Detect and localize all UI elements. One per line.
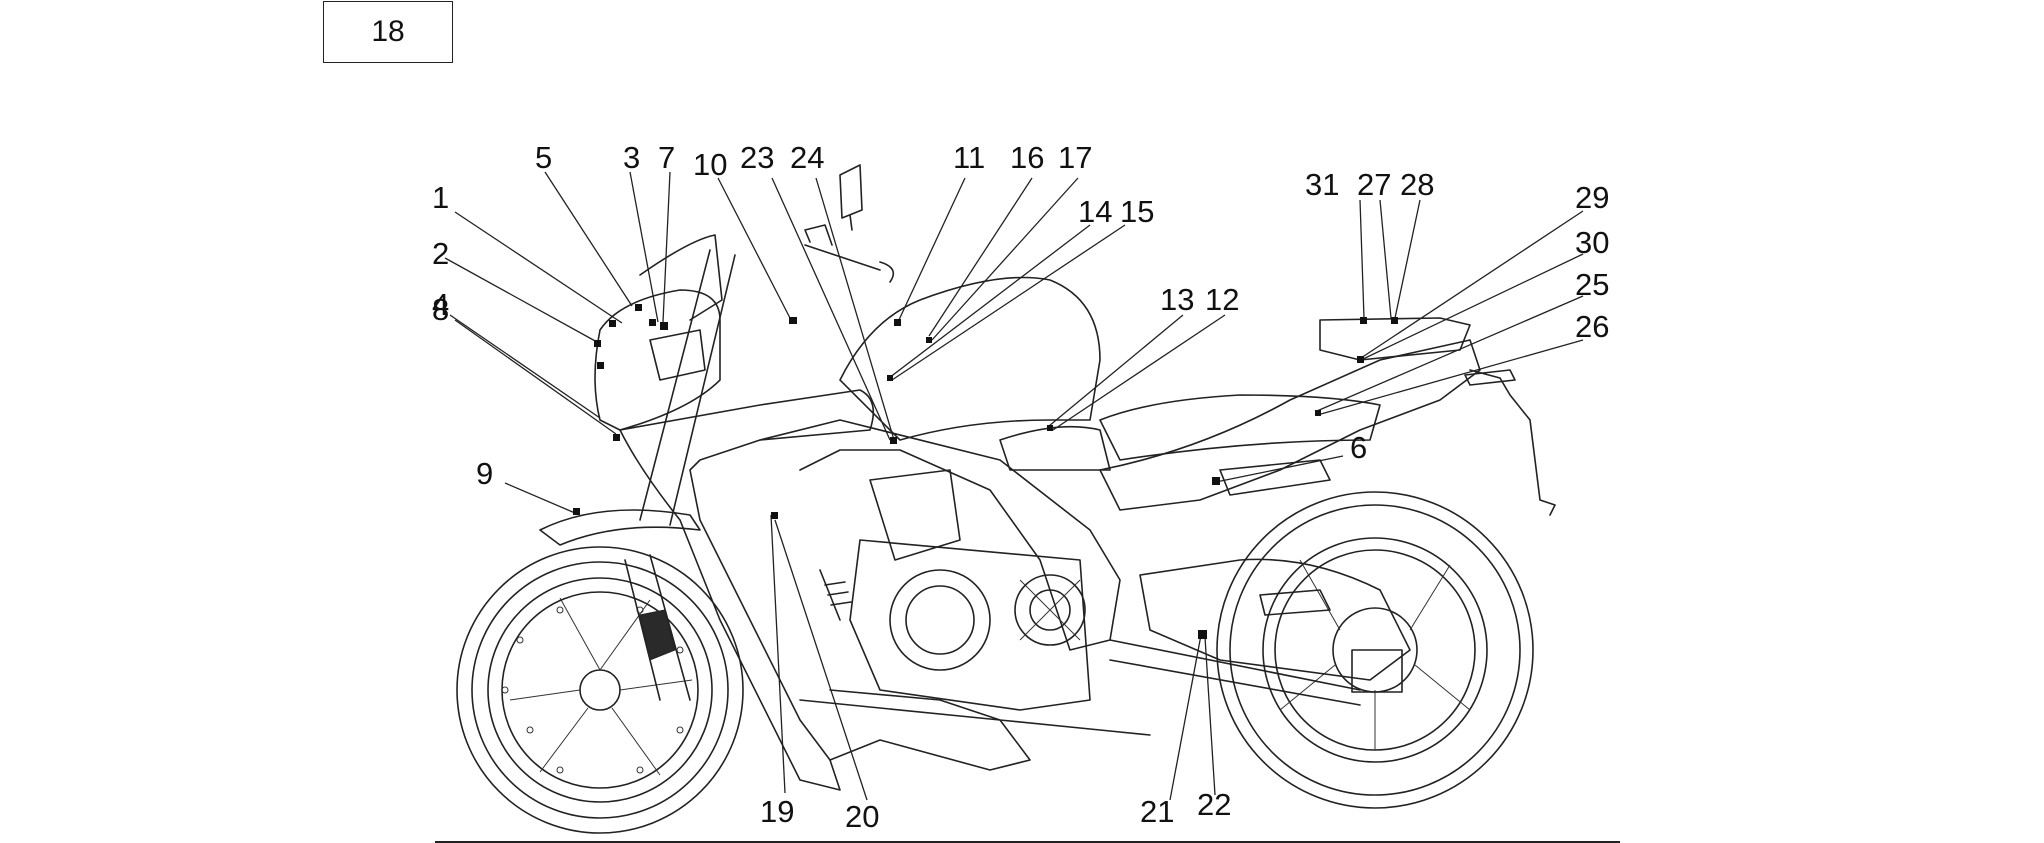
callout-13: 13 xyxy=(1160,282,1194,317)
leader-lines xyxy=(444,171,1584,801)
callout-16: 16 xyxy=(1010,140,1044,175)
callout-14: 14 xyxy=(1078,194,1112,229)
mirror xyxy=(839,164,863,231)
callout-27: 27 xyxy=(1357,167,1391,202)
swingarm xyxy=(1139,558,1411,681)
callout-1: 1 xyxy=(432,180,449,215)
callout-19: 19 xyxy=(760,794,794,829)
callout-22: 22 xyxy=(1197,787,1231,822)
callout-4: 4 xyxy=(432,287,449,322)
page-number-box: 18 xyxy=(323,1,453,63)
callout-17: 17 xyxy=(1058,140,1092,175)
callout-5: 5 xyxy=(535,140,552,175)
callout-9: 9 xyxy=(476,456,493,491)
callout-23: 23 xyxy=(740,140,774,175)
license-bracket xyxy=(1464,369,1516,386)
front-fork xyxy=(624,249,736,701)
front-fender xyxy=(539,509,701,546)
tail-light-mount xyxy=(1469,369,1556,516)
front-brake-caliper xyxy=(639,609,676,661)
callout-28: 28 xyxy=(1400,167,1434,202)
handlebar xyxy=(804,224,895,283)
chain xyxy=(1109,639,1361,706)
callout-26: 26 xyxy=(1575,309,1609,344)
page-number: 18 xyxy=(371,15,405,48)
tail-section xyxy=(1099,339,1481,511)
fuel-tank xyxy=(839,276,1101,441)
swingarm-slot xyxy=(1259,589,1331,616)
front-wheel xyxy=(456,546,744,834)
callout-3: 3 xyxy=(623,140,640,175)
callout-24: 24 xyxy=(790,140,824,175)
front-fairing xyxy=(594,289,721,431)
rider-seat xyxy=(1099,394,1381,461)
callout-8: 8 xyxy=(432,292,449,327)
callout-6: 6 xyxy=(1350,430,1367,465)
rear-shock xyxy=(819,569,852,621)
frame-window xyxy=(869,469,961,561)
rear-wheel xyxy=(1216,491,1534,809)
pillion-footpeg xyxy=(1219,459,1331,496)
callout-29: 29 xyxy=(1575,180,1609,215)
callout-30: 30 xyxy=(1575,225,1609,260)
callout-25: 25 xyxy=(1575,267,1609,302)
callout-12: 12 xyxy=(1205,282,1239,317)
side-fairing xyxy=(619,389,875,791)
windscreen xyxy=(639,234,723,321)
decal-markers xyxy=(573,304,1398,639)
headlight-intake xyxy=(649,329,706,381)
engine xyxy=(849,539,1091,711)
callout-20: 20 xyxy=(845,799,879,834)
callout-2: 2 xyxy=(432,236,449,271)
knee-recess xyxy=(999,425,1111,471)
motorcycle-illustration xyxy=(456,164,1556,834)
callout-labels: 1 2 3 4 5 7 8 9 10 23 24 11 16 17 14 15 … xyxy=(432,140,1609,834)
frame xyxy=(759,419,1121,651)
callout-21: 21 xyxy=(1140,794,1174,829)
pillion-seat xyxy=(1319,317,1471,361)
belly-pan xyxy=(799,699,1031,771)
exhaust xyxy=(829,689,1151,736)
callout-31: 31 xyxy=(1305,167,1339,202)
callout-7: 7 xyxy=(658,140,675,175)
callout-15: 15 xyxy=(1120,194,1154,229)
callout-11: 11 xyxy=(953,140,985,175)
callout-10: 10 xyxy=(693,147,727,182)
